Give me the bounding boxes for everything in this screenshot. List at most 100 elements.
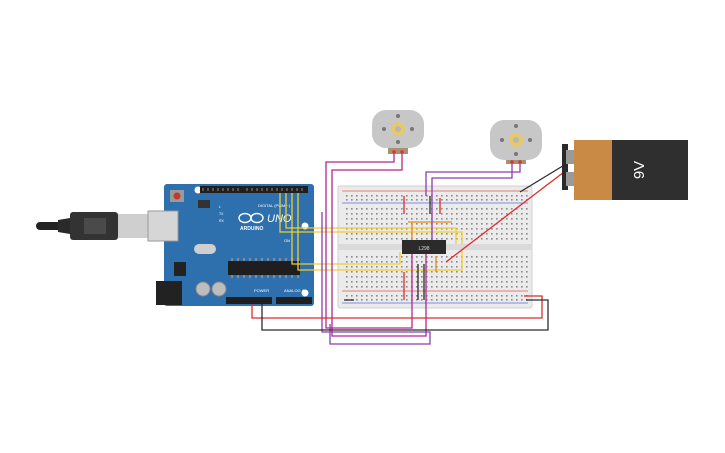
breadboard-hole [351, 281, 353, 283]
breadboard-hole [421, 276, 423, 278]
breadboard-hole [381, 261, 383, 263]
digital-header [200, 186, 308, 193]
breadboard-hole [501, 286, 503, 288]
l298-driver-chip[interactable]: L298 [402, 240, 446, 254]
breadboard-hole [406, 228, 408, 230]
breadboard-hole [516, 223, 518, 225]
breadboard-hole [416, 281, 418, 283]
breadboard-hole [506, 261, 508, 263]
digital-header-pins [202, 188, 303, 191]
breadboard-hole [511, 295, 513, 297]
breadboard-hole [446, 228, 448, 230]
breadboard-hole [486, 213, 488, 215]
breadboard-hole [471, 213, 473, 215]
breadboard-hole [371, 266, 373, 268]
breadboard-hole [416, 218, 418, 220]
breadboard-hole [351, 256, 353, 258]
breadboard-hole [471, 276, 473, 278]
breadboard-hole [396, 295, 398, 297]
breadboard-hole [431, 271, 433, 273]
breadboard-hole [361, 195, 363, 197]
breadboard-hole [391, 233, 393, 235]
breadboard-hole [376, 218, 378, 220]
arduino-uno-board[interactable]: DIGITAL (PWM ~) TX RX L ON UNO ARDUINO [147, 184, 314, 306]
breadboard-hole [506, 299, 508, 301]
breadboard-hole [486, 218, 488, 220]
breadboard-hole [421, 295, 423, 297]
battery-label: 9V [631, 161, 648, 179]
breadboard-hole [401, 271, 403, 273]
breadboard-hole [441, 271, 443, 273]
breadboard-hole [446, 266, 448, 268]
breadboard-hole [346, 223, 348, 225]
breadboard-hole [396, 199, 398, 201]
breadboard-hole [481, 276, 483, 278]
breadboard-hole [431, 256, 433, 258]
breadboard-hole [351, 199, 353, 201]
breadboard-hole [521, 299, 523, 301]
breadboard-hole [466, 213, 468, 215]
breadboard-hole [371, 256, 373, 258]
breadboard-hole [481, 199, 483, 201]
breadboard-hole [436, 261, 438, 263]
breadboard-hole [421, 195, 423, 197]
breadboard-hole [396, 233, 398, 235]
breadboard-hole [396, 266, 398, 268]
breadboard-hole [431, 276, 433, 278]
breadboard-hole [466, 199, 468, 201]
breadboard-hole [476, 223, 478, 225]
breadboard-hole [356, 238, 358, 240]
breadboard-hole [431, 286, 433, 288]
breadboard-hole [426, 266, 428, 268]
breadboard-hole [501, 213, 503, 215]
breadboard-hole [391, 213, 393, 215]
breadboard-hole [511, 271, 513, 273]
breadboard-hole [481, 281, 483, 283]
breadboard-hole [351, 228, 353, 230]
breadboard-hole [386, 295, 388, 297]
breadboard-hole [366, 256, 368, 258]
magenta-wire-1 [325, 152, 413, 329]
breadboard-hole [401, 233, 403, 235]
breadboard-hole [401, 286, 403, 288]
breadboard-hole [386, 228, 388, 230]
dc-motor-2[interactable] [490, 120, 542, 164]
breadboard-hole [491, 266, 493, 268]
breadboard-hole [461, 281, 463, 283]
breadboard-hole [391, 261, 393, 263]
breadboard-hole [436, 276, 438, 278]
breadboard-hole [356, 208, 358, 210]
breadboard-hole [456, 233, 458, 235]
digital-header-label: DIGITAL (PWM ~) [258, 203, 291, 208]
breadboard-hole [386, 195, 388, 197]
breadboard-hole [481, 238, 483, 240]
breadboard-hole [516, 276, 518, 278]
breadboard-hole [361, 238, 363, 240]
breadboard-hole [471, 195, 473, 197]
breadboard-hole [366, 295, 368, 297]
breadboard-hole [476, 233, 478, 235]
breadboard-hole [426, 238, 428, 240]
breadboard-hole [476, 218, 478, 220]
breadboard-hole [491, 208, 493, 210]
breadboard-hole [391, 286, 393, 288]
breadboard-hole [491, 228, 493, 230]
breadboard-hole [521, 281, 523, 283]
breadboard-hole [461, 195, 463, 197]
breadboard-hole [426, 295, 428, 297]
breadboard-hole [486, 281, 488, 283]
breadboard-hole [501, 228, 503, 230]
breadboard-hole [426, 199, 428, 201]
purple-wire-1 [431, 162, 513, 240]
breadboard-hole [361, 223, 363, 225]
breadboard-hole [401, 208, 403, 210]
breadboard-hole [446, 286, 448, 288]
battery-9v[interactable]: 9V [562, 140, 688, 200]
breadboard-hole [436, 213, 438, 215]
breadboard-hole [356, 271, 358, 273]
breadboard-hole [506, 213, 508, 215]
dc-motor-1[interactable] [372, 110, 424, 154]
breadboard-hole [351, 208, 353, 210]
breadboard-hole [451, 299, 453, 301]
breadboard-hole [461, 218, 463, 220]
